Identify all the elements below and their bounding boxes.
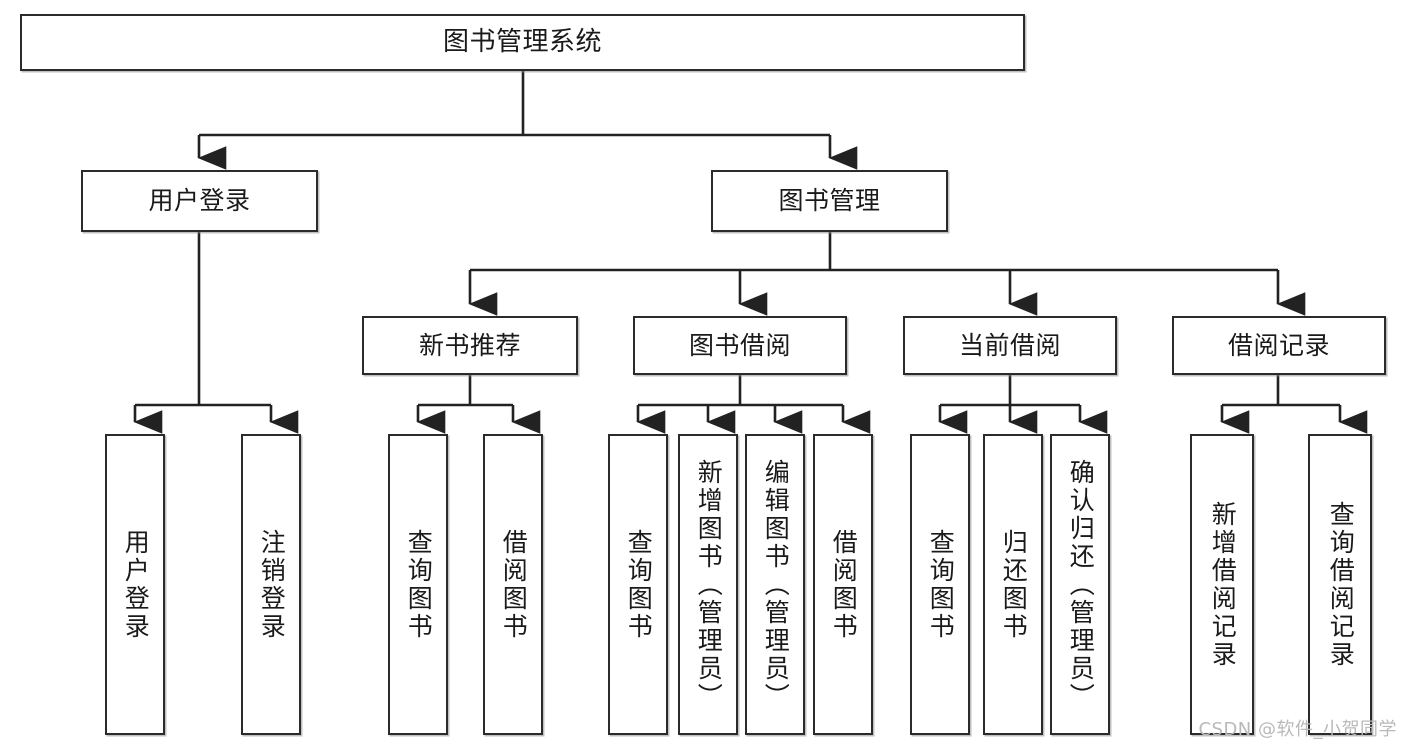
node-label: 查询图书 (404, 528, 434, 641)
node-label: 新增借阅记录 (1208, 500, 1238, 669)
node-user-login[interactable]: 用户登录 (81, 170, 318, 232)
node-label: 图书管理系统 (442, 27, 602, 58)
node-book-borrow[interactable]: 图书借阅 (633, 316, 847, 375)
node-leaf-add-book-admin[interactable]: 新增图书（管理员） (678, 434, 738, 735)
node-leaf-borrow-book[interactable]: 借阅图书 (813, 434, 873, 735)
node-leaf-query-book-borrow[interactable]: 查询图书 (608, 434, 668, 735)
node-leaf-query-book-recommend[interactable]: 查询图书 (388, 434, 448, 735)
watermark-text: CSDN @软件_小贺同学 (1198, 719, 1397, 740)
node-book-management[interactable]: 图书管理 (711, 170, 948, 232)
node-label: 借阅图书 (499, 528, 529, 641)
node-label: 新增图书（管理员） (694, 458, 724, 711)
node-label: 查询图书 (624, 528, 654, 641)
node-borrow-record[interactable]: 借阅记录 (1172, 316, 1386, 375)
node-label: 用户登录 (148, 186, 251, 216)
node-leaf-return-book[interactable]: 归还图书 (983, 434, 1043, 735)
node-label: 编辑图书（管理员） (761, 458, 791, 711)
node-label: 查询借阅记录 (1326, 500, 1356, 669)
node-new-book-recommend[interactable]: 新书推荐 (362, 316, 578, 375)
node-label: 当前借阅 (958, 330, 1061, 360)
node-leaf-add-borrow-record[interactable]: 新增借阅记录 (1190, 434, 1254, 735)
node-label: 借阅图书 (829, 528, 859, 641)
node-label: 用户登录 (121, 528, 151, 641)
node-label: 注销登录 (257, 528, 287, 641)
node-label: 借阅记录 (1227, 330, 1330, 360)
node-label: 归还图书 (999, 528, 1029, 641)
node-label: 图书借阅 (688, 330, 791, 360)
node-label: 新书推荐 (418, 330, 521, 360)
node-leaf-confirm-return-admin[interactable]: 确认归还（管理员） (1050, 434, 1110, 735)
node-leaf-query-book-current[interactable]: 查询图书 (910, 434, 970, 735)
node-label: 确认归还（管理员） (1066, 458, 1096, 711)
node-label: 图书管理 (778, 186, 881, 216)
node-leaf-user-login[interactable]: 用户登录 (105, 434, 165, 735)
node-leaf-edit-book-admin[interactable]: 编辑图书（管理员） (745, 434, 805, 735)
node-root-book-management-system[interactable]: 图书管理系统 (20, 14, 1025, 71)
node-label: 查询图书 (926, 528, 956, 641)
node-current-borrow[interactable]: 当前借阅 (903, 316, 1117, 375)
node-leaf-borrow-book-recommend[interactable]: 借阅图书 (483, 434, 543, 735)
node-leaf-query-borrow-record[interactable]: 查询借阅记录 (1308, 434, 1372, 735)
node-leaf-logout[interactable]: 注销登录 (241, 434, 301, 735)
